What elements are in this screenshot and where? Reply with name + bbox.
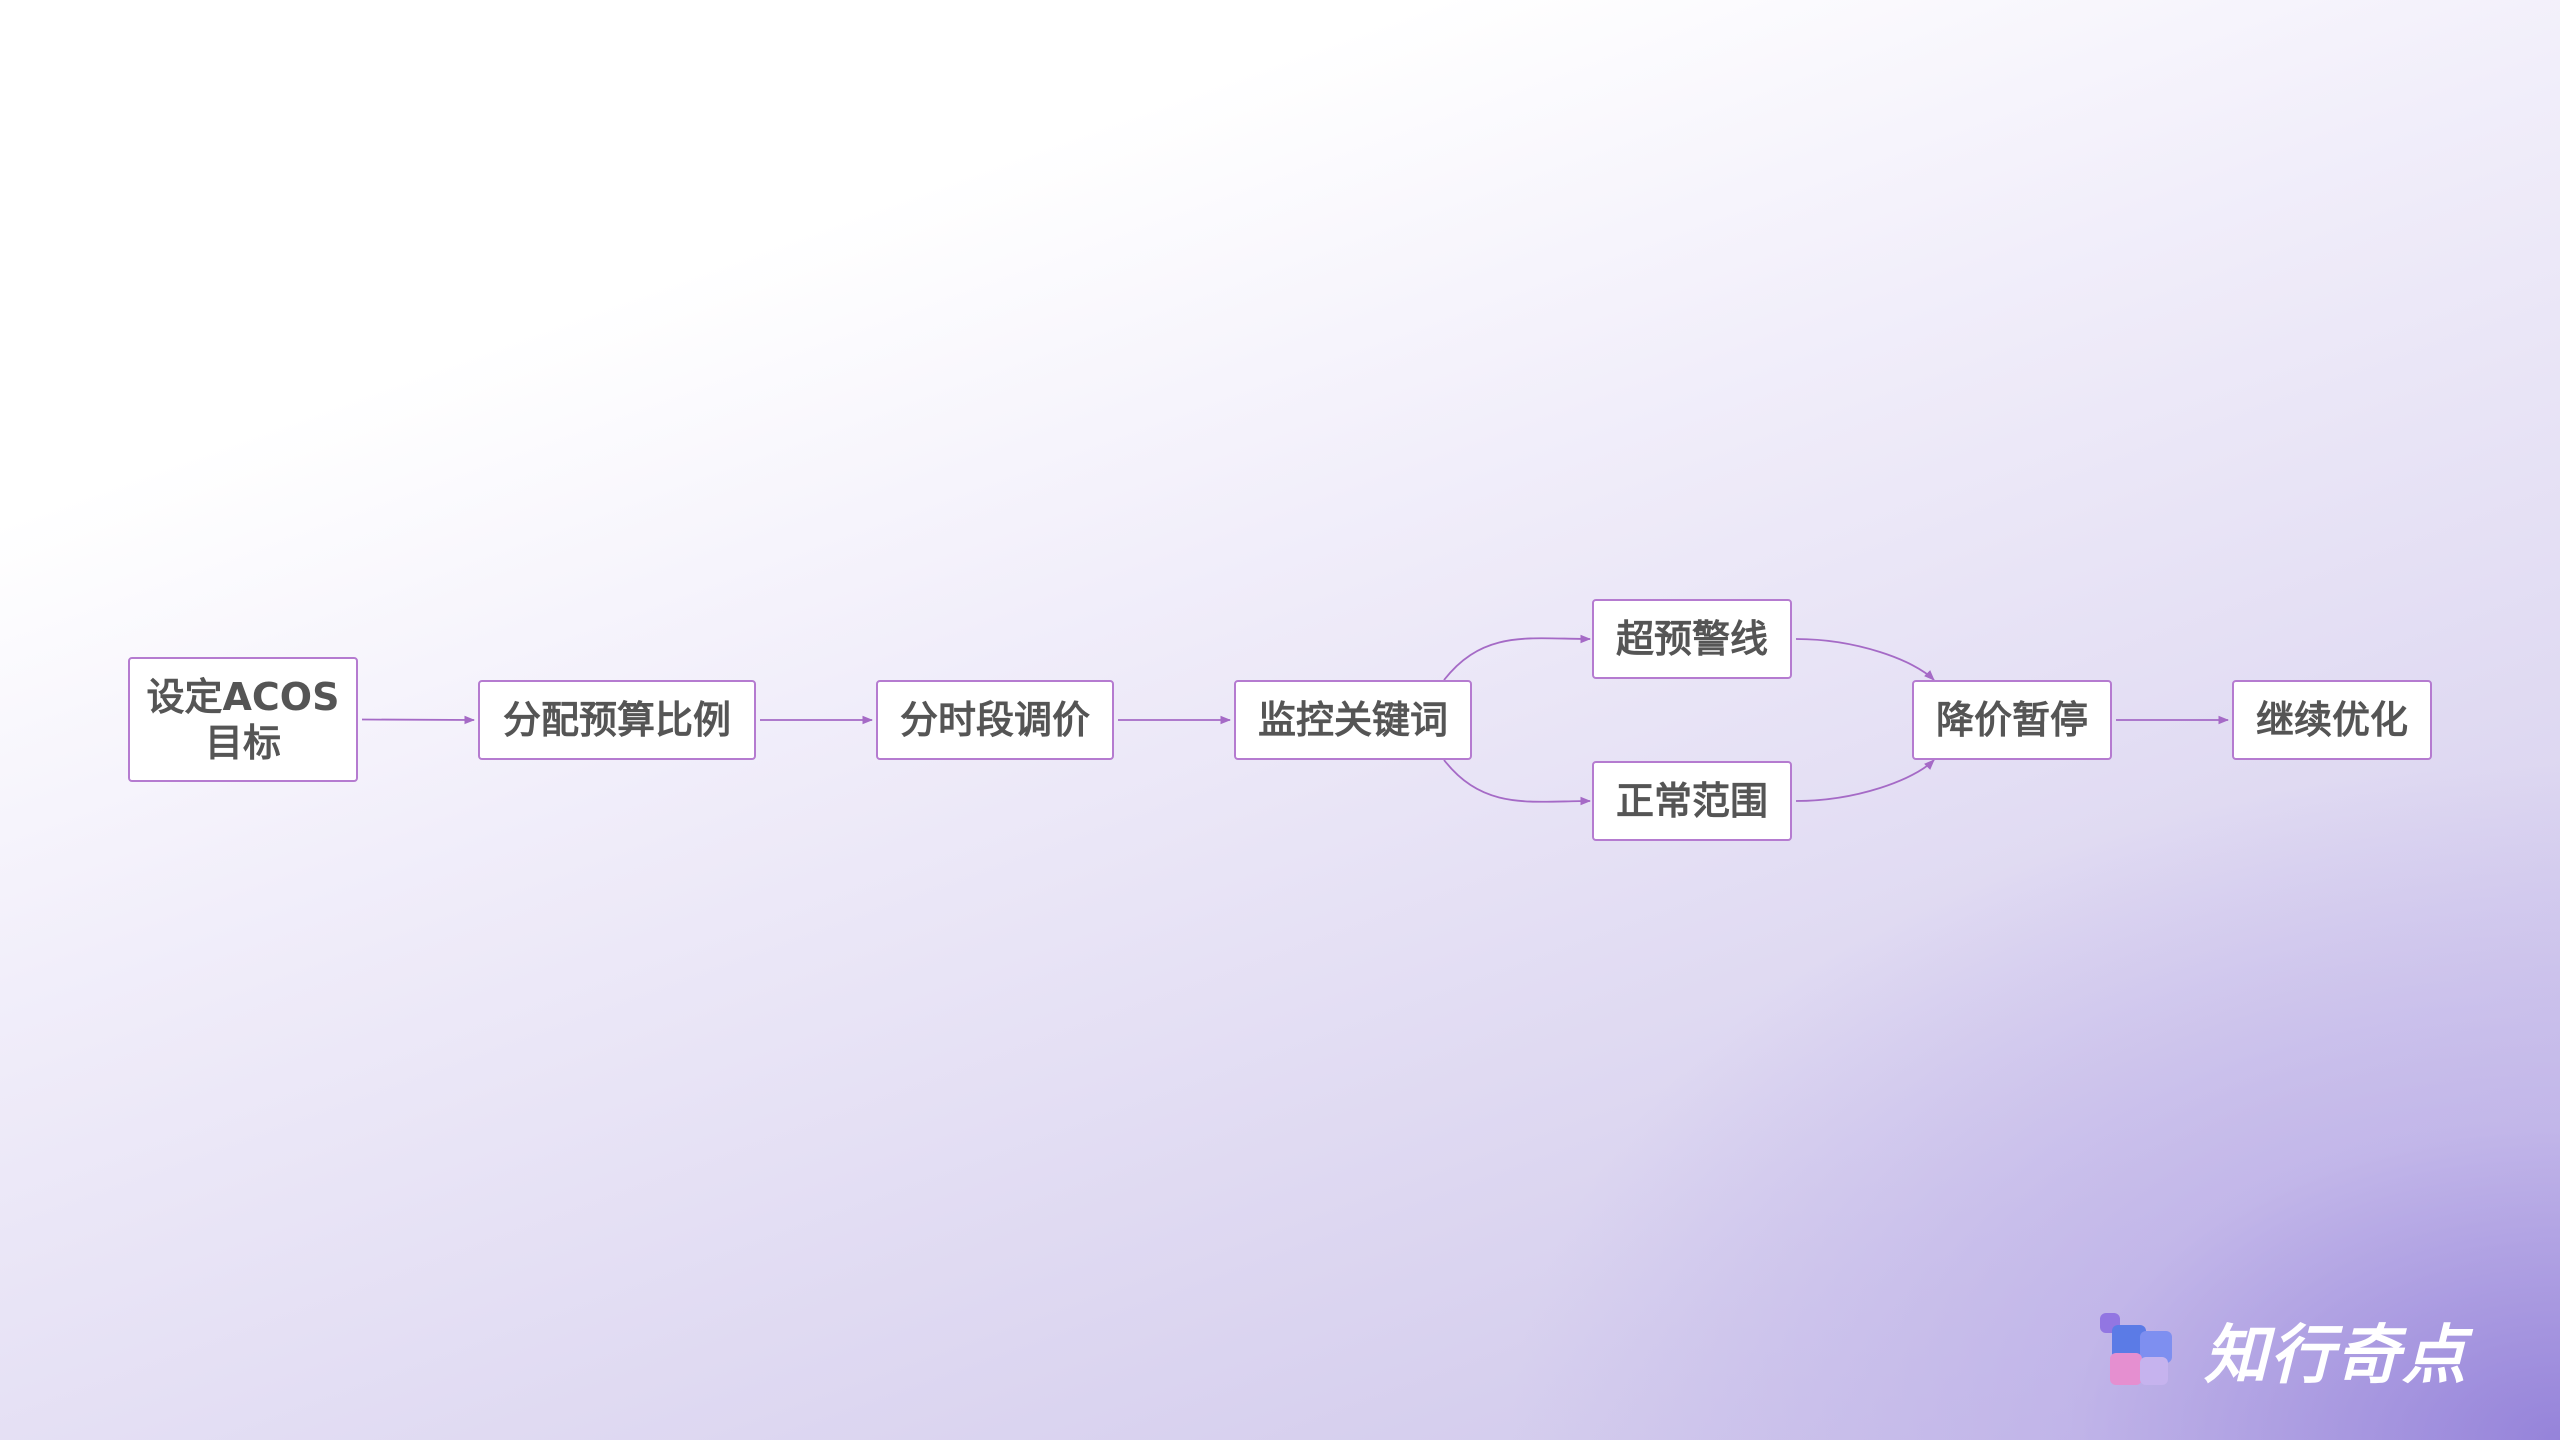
edge-n1-n2 bbox=[361, 715, 476, 725]
edge-n4-n6 bbox=[1443, 759, 1592, 806]
edge-n5-n7 bbox=[1795, 638, 1935, 681]
brand-name: 知行奇点 bbox=[2204, 1319, 2468, 1393]
edge-n6-n7 bbox=[1795, 759, 1935, 802]
brand-logo: 知行奇点 bbox=[2100, 1310, 2520, 1393]
node-label: 降价暂停 bbox=[1935, 698, 2088, 742]
node-label: 继续优化 bbox=[2255, 698, 2408, 742]
logo-blocks-icon bbox=[2100, 1313, 2174, 1387]
node-label: 正常范围 bbox=[1615, 779, 1768, 823]
node-continue-optimize: 继续优化 bbox=[2232, 680, 2432, 760]
node-normal-range: 正常范围 bbox=[1592, 761, 1792, 841]
node-set-acos-target: 设定ACOS 目标 bbox=[128, 657, 358, 782]
node-label: 超预警线 bbox=[1615, 617, 1768, 661]
node-label: 设定ACOS 目标 bbox=[146, 674, 340, 765]
node-lower-pause: 降价暂停 bbox=[1912, 680, 2112, 760]
node-label: 分配预算比例 bbox=[502, 698, 731, 742]
node-timeslot-bidding: 分时段调价 bbox=[876, 680, 1114, 760]
node-label: 监控关键词 bbox=[1257, 698, 1448, 742]
node-monitor-keywords: 监控关键词 bbox=[1234, 680, 1472, 760]
node-over-alert: 超预警线 bbox=[1592, 599, 1792, 679]
node-allocate-budget: 分配预算比例 bbox=[478, 680, 756, 760]
edge-n4-n5 bbox=[1443, 634, 1592, 681]
node-label: 分时段调价 bbox=[899, 698, 1090, 742]
